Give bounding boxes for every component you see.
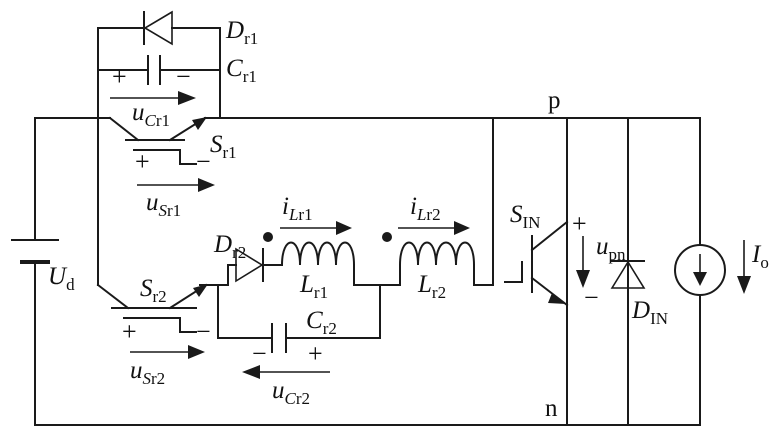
label-ucr2: uCr2 (272, 377, 310, 408)
diode-din-symbol (610, 260, 646, 289)
label-dr2: Dr2 (213, 231, 246, 262)
label-io: Io (751, 241, 769, 272)
arrow-io (737, 240, 751, 294)
label-sr2: Sr2 (140, 275, 167, 306)
inductor-lr1-symbol (263, 232, 356, 267)
wires (34, 27, 701, 426)
label-ilr2: iLr2 (410, 193, 441, 224)
sign-sr1-plus: + (135, 147, 150, 176)
wire-dr1-right (171, 27, 221, 119)
sign-sr2-plus: + (122, 317, 137, 346)
label-cr1: Cr1 (226, 55, 257, 86)
switch-sr2-symbol (96, 283, 208, 333)
label-usr2: uSr2 (130, 357, 165, 388)
inductor-lr2-symbol (382, 232, 476, 267)
label-usr1: uSr1 (146, 189, 181, 220)
switch-sr1-symbol (108, 116, 207, 165)
dc-source-ud (11, 239, 59, 264)
arrow-upn (576, 236, 590, 288)
sign-sin-plus: + (572, 209, 587, 238)
dot-lr1 (263, 232, 273, 242)
wire-cr2-left (217, 284, 273, 339)
arrow-ucr1 (110, 91, 196, 105)
label-ucr1: uCr1 (132, 99, 170, 130)
sign-cr2-minus: − (252, 339, 267, 368)
wire-dr2-in (227, 264, 237, 286)
label-din: DIN (631, 297, 668, 328)
arrow-usr2 (130, 345, 205, 359)
arrow-ilr1 (280, 221, 352, 235)
label-ud: Ud (48, 263, 75, 294)
sign-cr1-minus: − (176, 62, 191, 91)
wire-lr2-sin (473, 117, 494, 286)
diode-dr2-symbol (235, 247, 264, 283)
arrow-ucr2 (242, 365, 330, 379)
sign-cr1-plus: + (112, 62, 127, 91)
label-dr1: Dr1 (225, 17, 258, 48)
sign-cr2-plus: + (308, 339, 323, 368)
capacitor-cr1-symbol (147, 55, 161, 85)
label-sin: SIN (510, 201, 540, 232)
sign-sin-minus: − (584, 283, 599, 312)
arrow-usr1 (137, 178, 215, 192)
diode-dr1-symbol (143, 10, 173, 46)
wire-lr1-lr2 (353, 264, 401, 286)
label-lr1: Lr1 (299, 271, 328, 302)
label-lr2: Lr2 (417, 271, 446, 302)
sign-sr1-minus: − (196, 147, 211, 176)
label-ilr1: iLr1 (282, 193, 313, 224)
arrow-ilr2 (398, 221, 470, 235)
label-cr2: Cr2 (306, 307, 337, 338)
wire-cr2-right (285, 284, 381, 339)
dot-lr2 (382, 232, 392, 242)
capacitor-cr2-symbol (271, 323, 287, 353)
switch-sin-symbol (504, 220, 569, 307)
label-upn: upn (596, 233, 626, 264)
label-sr1: Sr1 (210, 131, 237, 162)
current-source-io (674, 244, 726, 296)
node-n-label: n (545, 395, 558, 422)
wire-dr1-left (97, 27, 144, 163)
labels: Dr1 Cr1 + − uCr1 p Sr1 + − uSr1 iLr1 iLr… (48, 17, 769, 422)
node-p-label: p (548, 87, 561, 114)
sign-sr2-minus: − (196, 317, 211, 346)
